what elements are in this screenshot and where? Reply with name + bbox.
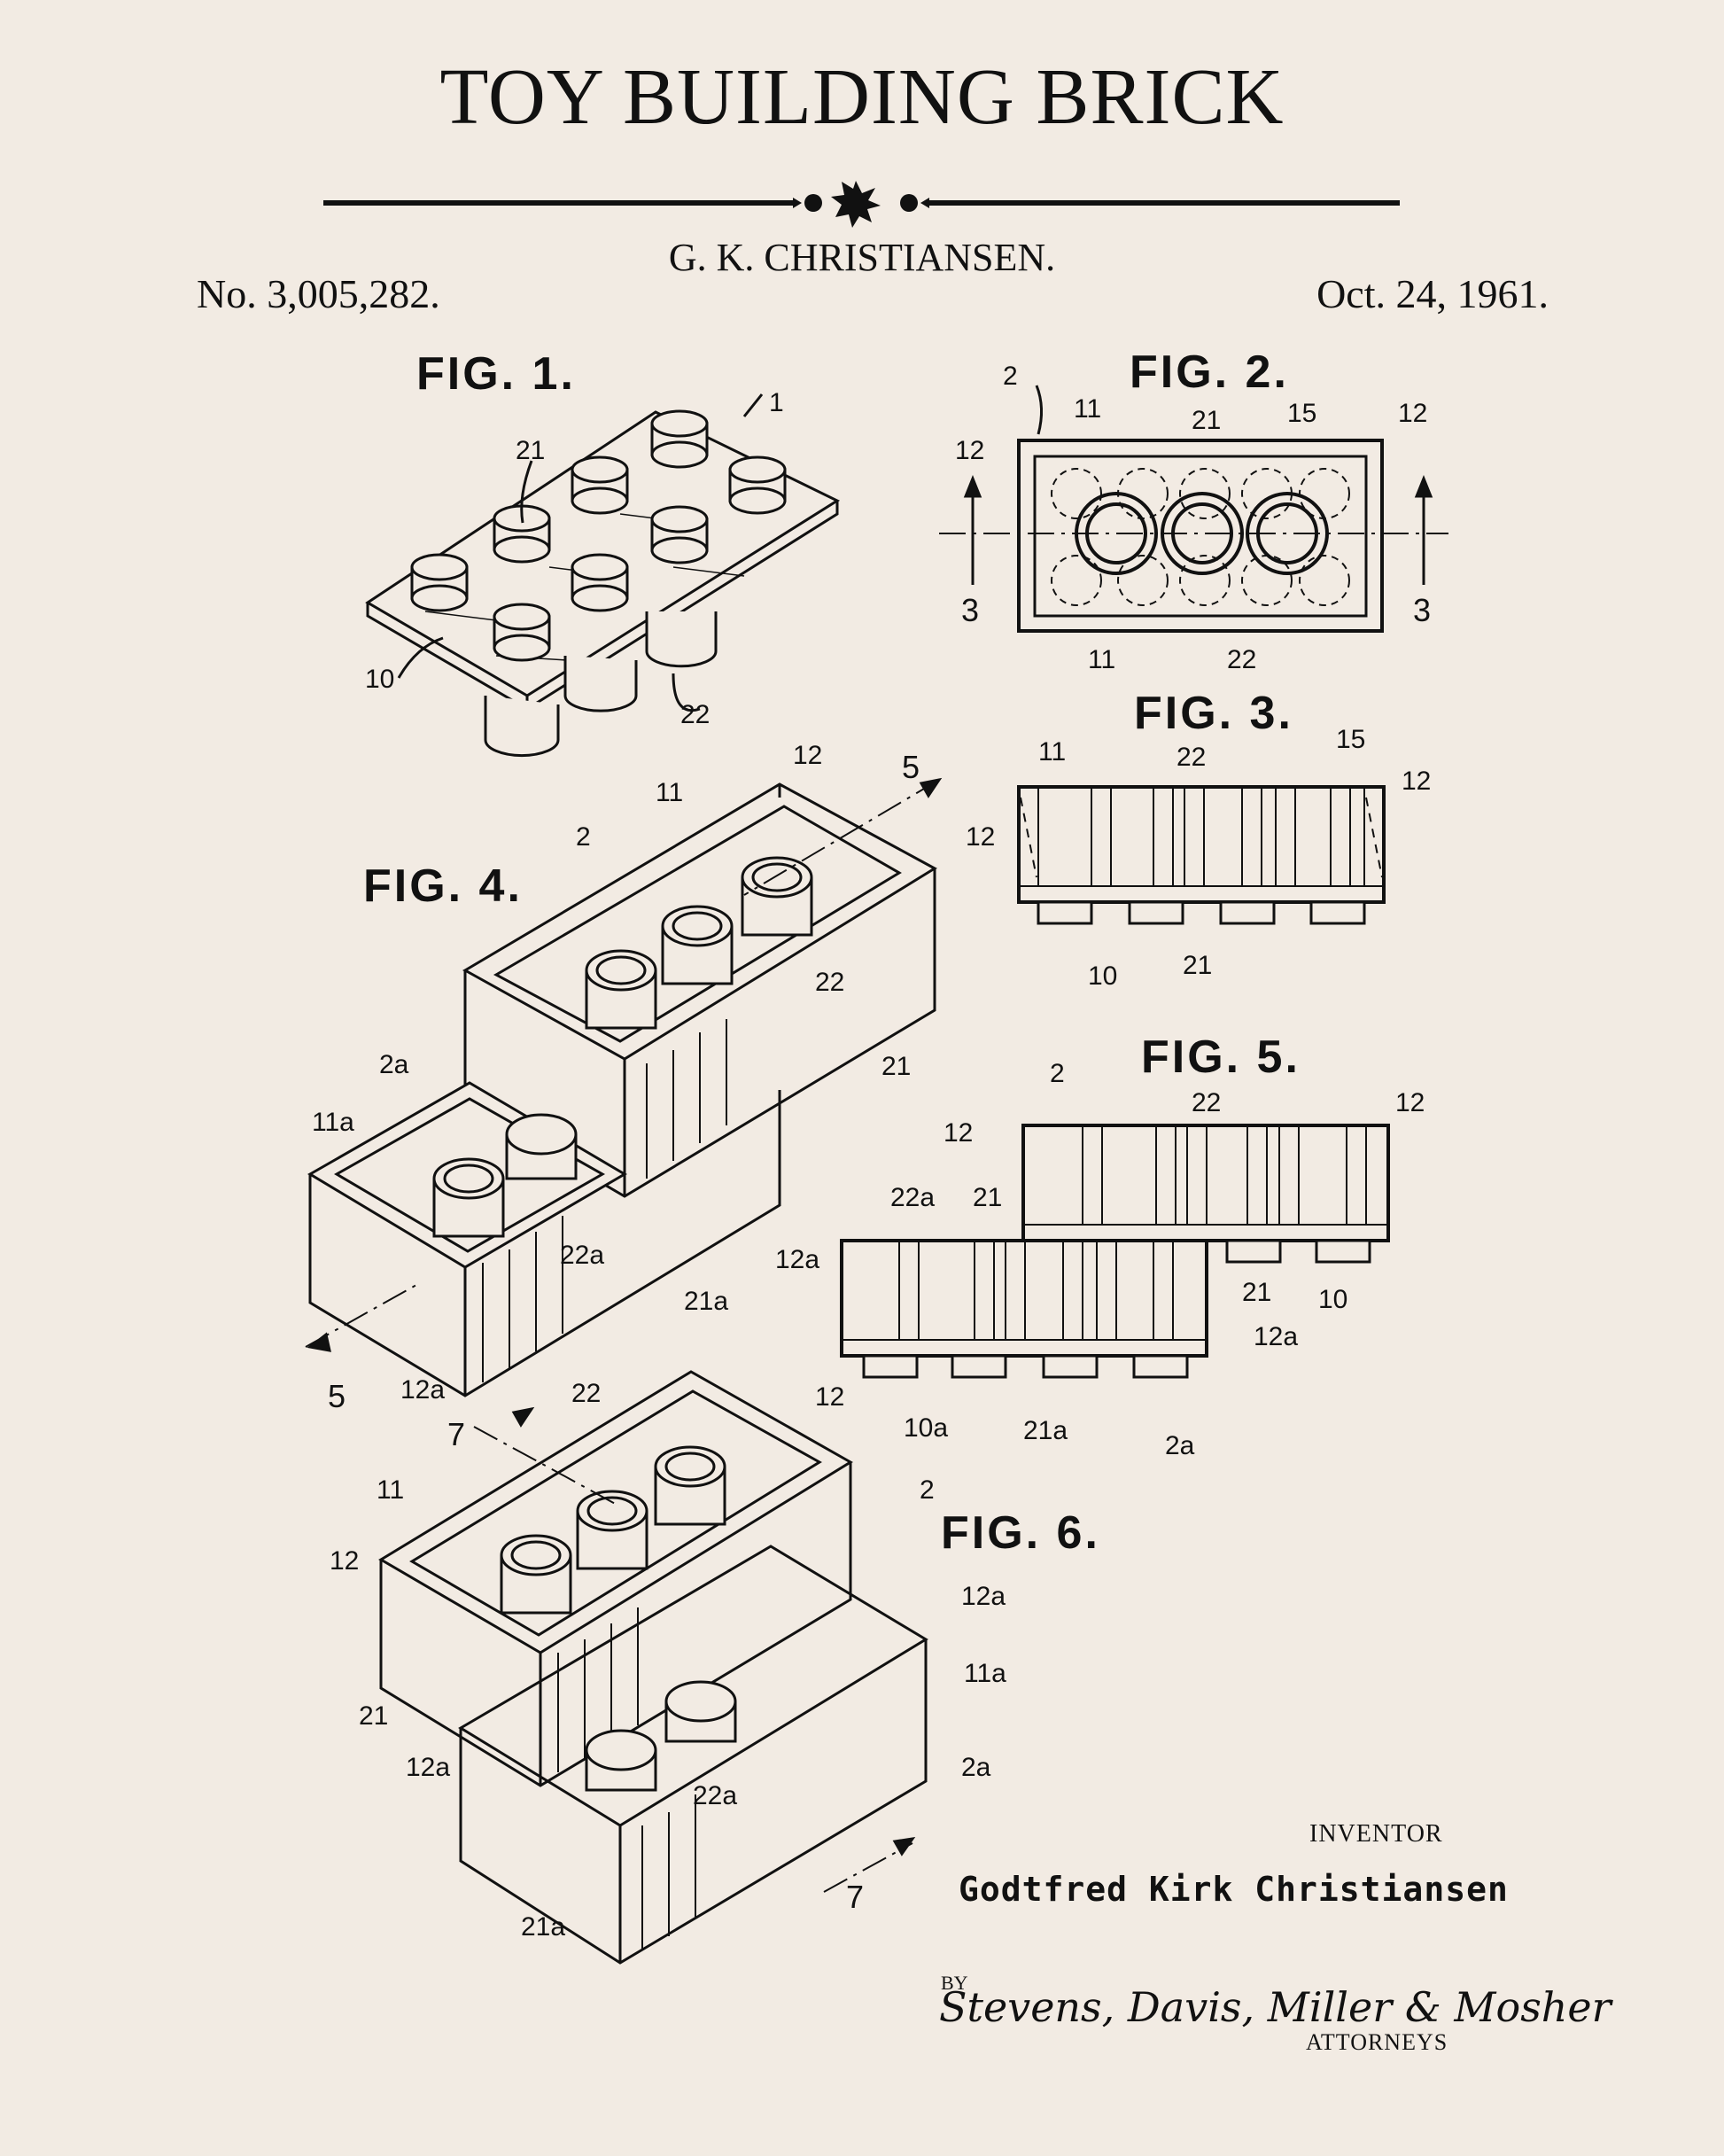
label-ref: 22	[1227, 645, 1257, 674]
label-ref: 10	[1088, 961, 1118, 991]
attorneys-label: ATTORNEYS	[1306, 2029, 1448, 2055]
label-ref: 12	[1398, 399, 1428, 428]
fig1-drawing	[365, 393, 841, 758]
label-ref: 12	[955, 436, 985, 465]
label-section: 7	[846, 1879, 865, 1915]
label-ref: 12	[793, 741, 823, 770]
patent-number: No. 3,005,282.	[197, 271, 440, 316]
label-ref: 10	[1318, 1285, 1348, 1314]
label-ref: 11a	[964, 1659, 1006, 1688]
attorneys-signature: Stevens, Davis, Miller & Mosher	[939, 1983, 1611, 2031]
inventor-name: Godtfred Kirk Christiansen	[959, 1870, 1509, 1909]
label-ref: 2	[920, 1475, 935, 1505]
label-ref: 22	[571, 1379, 602, 1408]
label-ref: 21a	[684, 1287, 729, 1316]
label-section: 5	[328, 1378, 346, 1414]
by-label: BY	[941, 1972, 968, 1994]
patent-date: Oct. 24, 1961.	[1316, 271, 1549, 316]
fig5-title: FIG. 5.	[1141, 1031, 1301, 1083]
label-ref: 12a	[961, 1582, 1006, 1611]
fig4-drawing	[305, 777, 943, 1397]
label-ref: 22	[1192, 1088, 1222, 1117]
label-ref: 2	[1050, 1059, 1065, 1088]
label-ref: 22	[1177, 743, 1207, 772]
label-ref: 21	[1242, 1278, 1272, 1307]
label-ref: 12	[1402, 767, 1432, 796]
label-ref: 22a	[560, 1241, 605, 1270]
label-ref: 12a	[400, 1375, 446, 1405]
label-ref: 21	[1192, 406, 1222, 435]
fig2-title: FIG. 2.	[1130, 346, 1289, 398]
label-ref: 12a	[775, 1245, 820, 1274]
fig2-drawing	[939, 385, 1448, 633]
fig3-drawing	[1017, 785, 1386, 925]
label-ref: 1	[769, 388, 784, 417]
label-ref: 21	[359, 1701, 389, 1731]
label-section: 7	[447, 1416, 466, 1452]
label-ref: 10	[365, 665, 395, 694]
label-ref: 22a	[890, 1183, 936, 1212]
label-ref: 2a	[379, 1050, 409, 1079]
label-ref: 22	[680, 700, 711, 729]
label-ref: 22	[815, 968, 845, 997]
fig5-drawing	[840, 1124, 1390, 1379]
fig3-title: FIG. 3.	[1134, 688, 1293, 739]
inventor-label: INVENTOR	[1309, 1820, 1443, 1848]
label-ref: 12	[330, 1546, 360, 1576]
label-section: 3	[961, 592, 980, 628]
label-ref: 11a	[312, 1108, 354, 1137]
label-ref: 12	[1395, 1088, 1425, 1117]
label-section: 5	[902, 749, 920, 785]
label-ref: 21a	[1023, 1416, 1068, 1445]
label-ref: 15	[1336, 725, 1366, 754]
label-ref: 21	[973, 1183, 1003, 1212]
label-ref: 21	[1183, 951, 1213, 980]
fig4-title: FIG. 4.	[363, 860, 523, 912]
label-ref: 10a	[904, 1413, 949, 1443]
label-ref: 12	[966, 822, 996, 852]
fig6-drawing	[378, 1370, 928, 1965]
fig1-title: FIG. 1.	[416, 348, 576, 400]
label-ref: 12	[944, 1118, 974, 1148]
label-ref: 2a	[961, 1753, 991, 1782]
label-section: 3	[1413, 592, 1432, 628]
label-ref: 11	[1074, 394, 1102, 424]
label-ref: 21a	[521, 1912, 566, 1942]
label-ref: 2	[1003, 362, 1018, 391]
label-ref: 21	[881, 1052, 912, 1081]
label-ref: 11	[377, 1475, 405, 1505]
label-ref: 11	[1038, 737, 1067, 767]
fig6-title: FIG. 6.	[941, 1507, 1100, 1559]
label-ref: 2a	[1165, 1431, 1195, 1460]
label-ref: 21	[516, 436, 546, 465]
document-title: TOY BUILDING BRICK	[439, 53, 1285, 141]
label-ref: 12a	[1254, 1322, 1299, 1351]
label-ref: 15	[1287, 399, 1317, 428]
inventor-heading: G. K. CHRISTIANSEN.	[668, 236, 1056, 279]
label-ref: 12a	[406, 1753, 451, 1782]
label-ref: 11	[656, 778, 684, 807]
label-ref: 11	[1088, 645, 1116, 674]
label-ref: 2	[576, 822, 591, 852]
label-ref: 12	[815, 1382, 845, 1412]
star-icon	[831, 181, 881, 228]
label-ref: 22a	[693, 1781, 738, 1810]
